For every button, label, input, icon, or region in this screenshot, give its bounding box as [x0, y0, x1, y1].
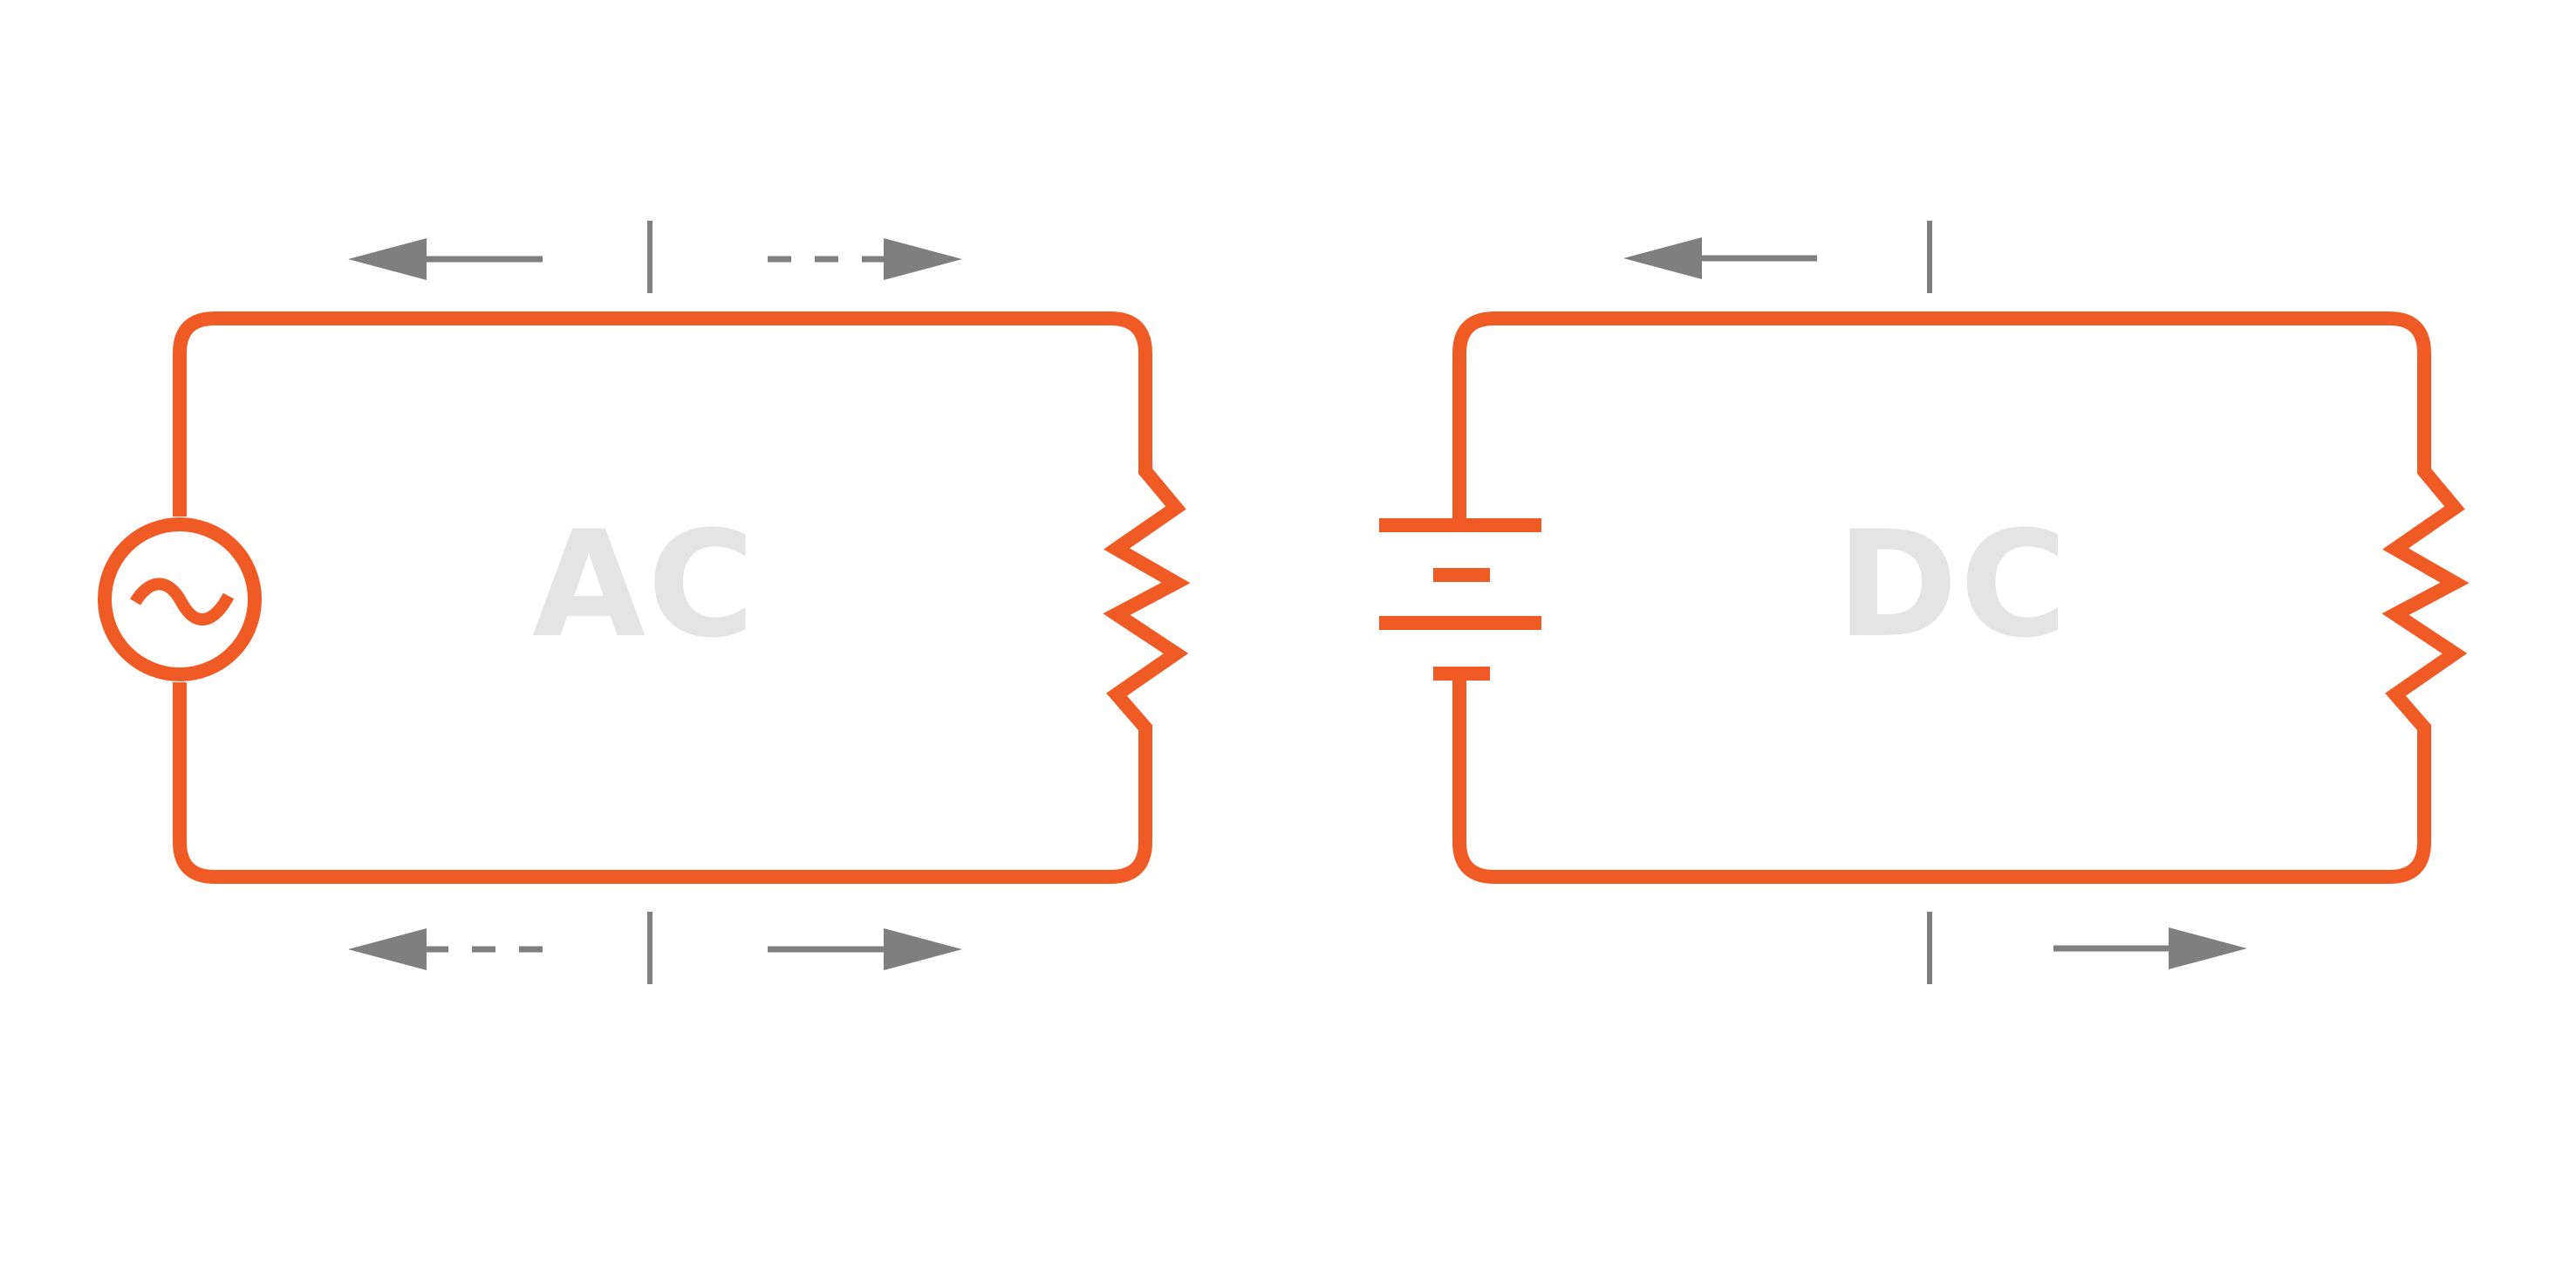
ac-source-sine-icon: [98, 517, 262, 681]
ac-circuit-wire: [173, 311, 1191, 884]
arrow-left-dashed-icon: [348, 928, 543, 970]
arrow-right-dashed-icon: [768, 238, 962, 280]
arrow-right-solid-icon: [768, 928, 962, 970]
dc-circuit-wire: [1452, 311, 2470, 884]
dc-circuit: DC: [1379, 221, 2470, 984]
ac-circuit: AC: [98, 221, 1191, 984]
dc-label: DC: [1836, 499, 2069, 670]
dc-bottom-current-indicators: [1927, 912, 2247, 984]
ac-label: AC: [532, 499, 756, 670]
ac-bottom-current-indicators: [348, 912, 962, 984]
dc-top-current-indicators: [1623, 221, 1932, 293]
ac-top-current-indicators: [348, 221, 962, 293]
arrow-right-solid-icon: [2053, 927, 2247, 969]
arrow-left-solid-icon: [1623, 237, 1817, 279]
battery-icon: [1379, 518, 1541, 681]
arrow-left-solid-icon: [348, 238, 543, 280]
